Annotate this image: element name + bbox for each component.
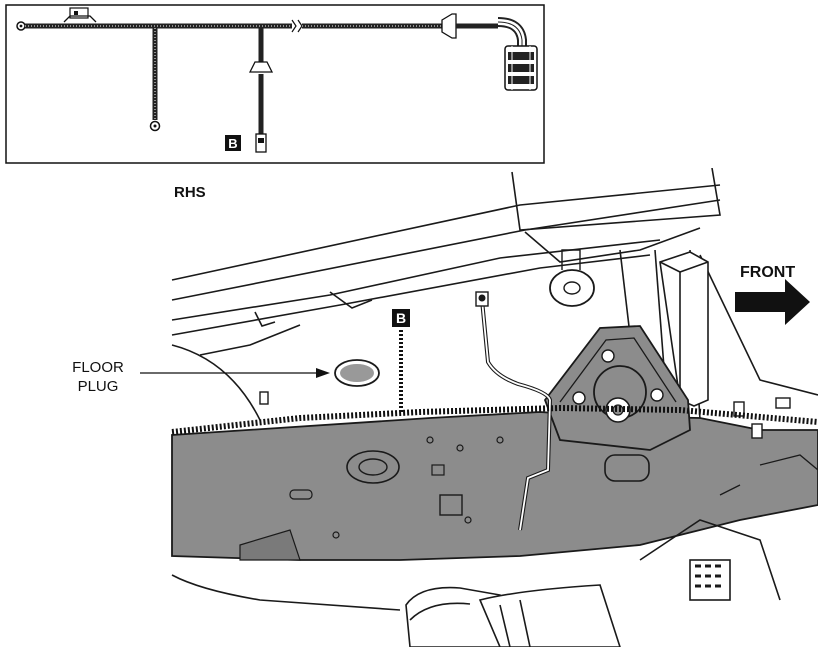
inset-callout-b-label: B [228, 136, 237, 151]
inset-callout-b: B [225, 135, 241, 151]
harness-inset: B [6, 5, 544, 163]
side-label: RHS [174, 184, 206, 201]
front-label: FRONT [740, 264, 795, 281]
body-panels [172, 168, 818, 420]
inset-frame [6, 5, 544, 163]
callout-b: B [392, 309, 410, 327]
front-arrow-icon [735, 279, 810, 325]
vehicle-body-illustration [140, 168, 818, 647]
chassis-frame-rail [172, 412, 818, 560]
floor-plug-label-line2: PLUG [78, 378, 119, 395]
spring-hanger-bracket [545, 326, 690, 450]
trailer-connector-icon [505, 46, 537, 90]
callout-b-label: B [396, 310, 406, 326]
floor-plug-label-line1: FLOOR [72, 359, 124, 376]
floor-plug-leader [140, 368, 330, 378]
floor-plug [335, 360, 379, 386]
